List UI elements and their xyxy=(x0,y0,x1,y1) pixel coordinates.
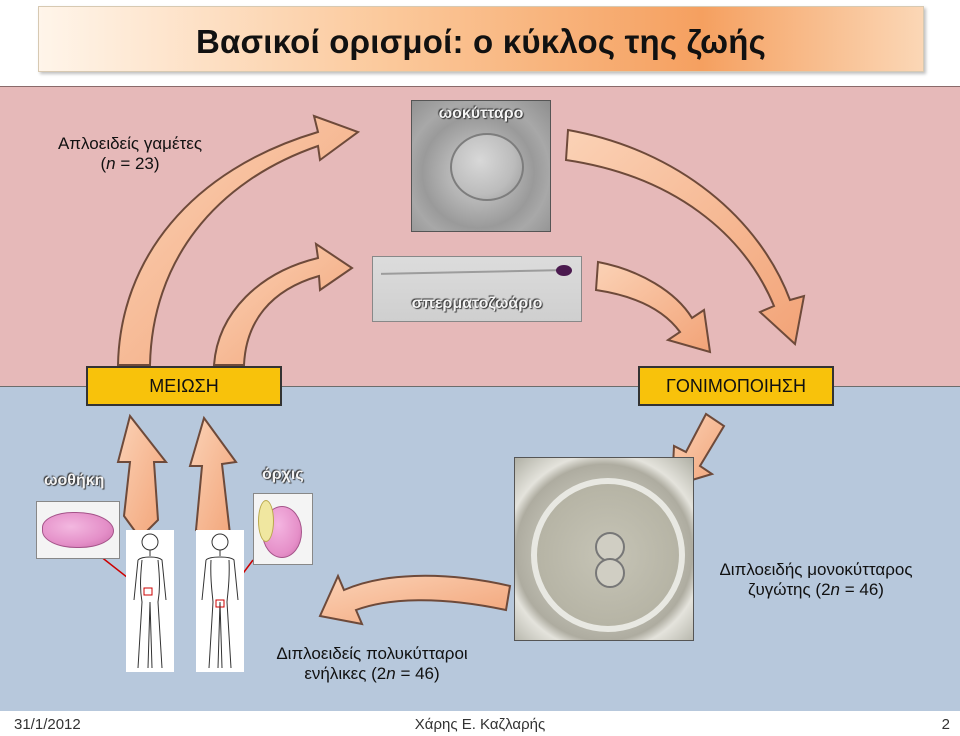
oocyte-caption: ωοκύτταρο xyxy=(438,105,524,122)
footer-page-number: 2 xyxy=(941,716,950,733)
zygote-label-line1: Διπλοειδής μονοκύτταρος xyxy=(719,560,913,579)
zygote-image xyxy=(514,457,694,641)
sperm-image: σπερματοζωάριο xyxy=(372,256,582,322)
fertilization-box: ΓΟΝΙΜΟΠΟΙΗΣΗ xyxy=(638,366,834,406)
arrow-egg-to-fertilization xyxy=(564,128,806,346)
sperm-head xyxy=(556,265,572,276)
arrow-testis-to-meiosis xyxy=(188,415,238,542)
adults-label-line1: Διπλοειδείς πολυκύτταροι xyxy=(276,644,468,663)
arrow-meiosis-to-gametes xyxy=(116,114,361,366)
testis-image xyxy=(253,493,313,565)
oocyte-image: ωοκύτταρο xyxy=(411,100,551,232)
adults-label-line2: ενήλικες (2n = 46) xyxy=(304,664,440,683)
female-figure xyxy=(126,530,174,672)
sperm-tail xyxy=(380,269,562,275)
sperm-caption: σπερματοζωάριο xyxy=(411,295,543,312)
zygote-cell xyxy=(531,478,685,632)
testis-label: όρχις xyxy=(262,466,304,483)
footer-date: 31/1/2012 xyxy=(14,716,81,733)
pronucleus-1 xyxy=(595,532,625,562)
ovary-image xyxy=(36,501,120,559)
haploid-gametes-label: Απλοειδείς γαμέτες (n = 23) xyxy=(44,134,216,174)
haploid-label-line1: Απλοειδείς γαμέτες xyxy=(57,134,203,153)
pronucleus-2 xyxy=(595,558,625,588)
male-figure-drawing xyxy=(201,533,239,669)
ovary-shape xyxy=(42,512,114,548)
arrow-sperm-to-fertilization xyxy=(594,260,712,354)
arrow-meiosis-to-sperm xyxy=(212,241,354,366)
title-bar: Βασικοί ορισμοί: ο κύκλος της ζωής xyxy=(38,6,924,72)
zygote-label: Διπλοειδής μονοκύτταρος ζυγώτης (2n = 46… xyxy=(700,560,932,600)
male-figure xyxy=(196,530,244,672)
zygote-label-line2: ζυγώτης (2n = 46) xyxy=(748,580,884,599)
slide-title: Βασικοί ορισμοί: ο κύκλος της ζωής xyxy=(196,23,766,60)
arrow-zygote-to-adults xyxy=(318,573,512,626)
female-figure-drawing xyxy=(133,533,167,669)
adults-label: Διπλοειδείς πολυκύτταροι ενήλικες (2n = … xyxy=(256,644,488,684)
epididymis-shape xyxy=(258,500,274,542)
arrow-ovary-to-meiosis xyxy=(116,413,169,540)
ovary-label: ωοθήκη xyxy=(44,472,105,489)
footer-author: Χάρης Ε. Καζλαρής xyxy=(414,716,546,733)
haploid-label-line2: (n = 23) xyxy=(100,154,160,173)
meiosis-box: ΜΕΙΩΣΗ xyxy=(86,366,282,406)
oocyte-cell xyxy=(450,133,524,201)
